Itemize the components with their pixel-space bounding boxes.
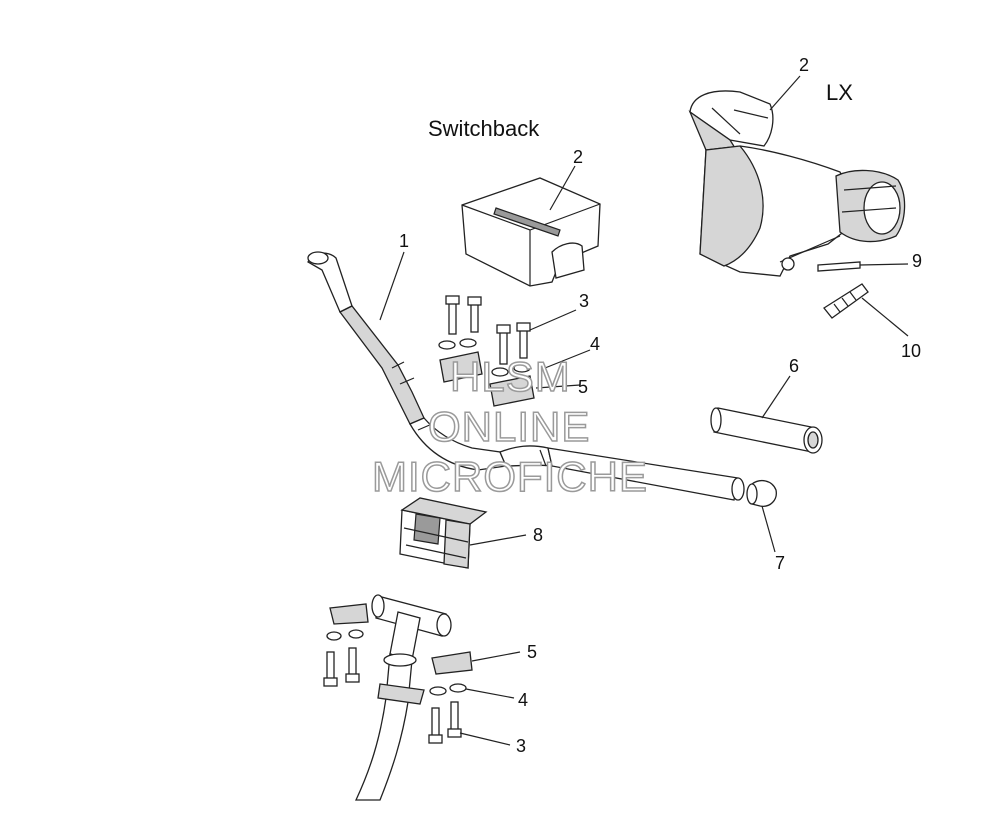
callout-2-switchback: 2	[573, 147, 584, 167]
leader-lines	[379, 75, 909, 746]
watermark-line-2: ONLINE	[427, 403, 591, 450]
steering-post-assembly	[323, 594, 473, 801]
callout-6: 6	[789, 356, 800, 376]
callout-2-lx: 2	[799, 55, 810, 75]
lx-title: LX	[826, 80, 853, 105]
end-cap-part	[746, 479, 777, 507]
switchback-title: Switchback	[428, 116, 540, 141]
lx-small-parts	[817, 261, 869, 319]
callout-9: 9	[912, 251, 923, 271]
watermark-line-3: MICROFICHE	[371, 453, 648, 500]
top-clamp-hardware	[438, 295, 535, 407]
handlebar-part	[307, 251, 745, 501]
watermark-line-1: HLSM	[449, 353, 571, 400]
callout-4-bottom: 4	[518, 690, 529, 710]
grip-part	[710, 407, 823, 454]
callout-5-bottom: 5	[527, 642, 538, 662]
callout-3-bottom: 3	[516, 736, 527, 756]
switchback-pad-part	[461, 177, 601, 287]
callout-7: 7	[775, 553, 786, 573]
callout-5-top: 5	[578, 377, 589, 397]
callout-10: 10	[901, 341, 922, 361]
callout-3-top: 3	[579, 291, 590, 311]
callout-1: 1	[399, 231, 410, 251]
clamp-block-part	[399, 497, 488, 569]
callout-4-top: 4	[590, 334, 601, 354]
lx-hood-part	[688, 90, 906, 277]
callout-8: 8	[533, 525, 544, 545]
